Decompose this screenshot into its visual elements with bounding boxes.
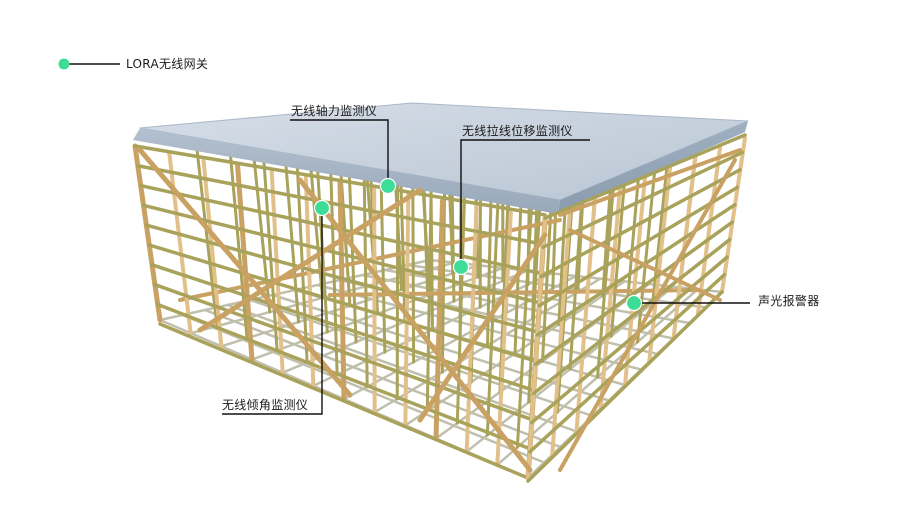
legend-gateway-label: LORA无线网关 xyxy=(126,57,208,71)
axial-force-sensor-dot xyxy=(381,179,396,194)
tilt-sensor-dot xyxy=(315,201,330,216)
displacement-sensor-dot xyxy=(454,260,469,275)
tilt-monitor-label: 无线倾角监测仪 xyxy=(222,398,308,412)
front-post xyxy=(374,189,375,413)
legend-gateway-dot xyxy=(59,59,70,70)
alarm-sensor-dot xyxy=(627,296,642,311)
alarm-label: 声光报警器 xyxy=(758,294,820,308)
axial-force-monitor-label: 无线轴力监测仪 xyxy=(291,104,377,118)
front-post xyxy=(169,152,191,333)
displacement-monitor-label: 无线拉线位移监测仪 xyxy=(462,124,573,138)
